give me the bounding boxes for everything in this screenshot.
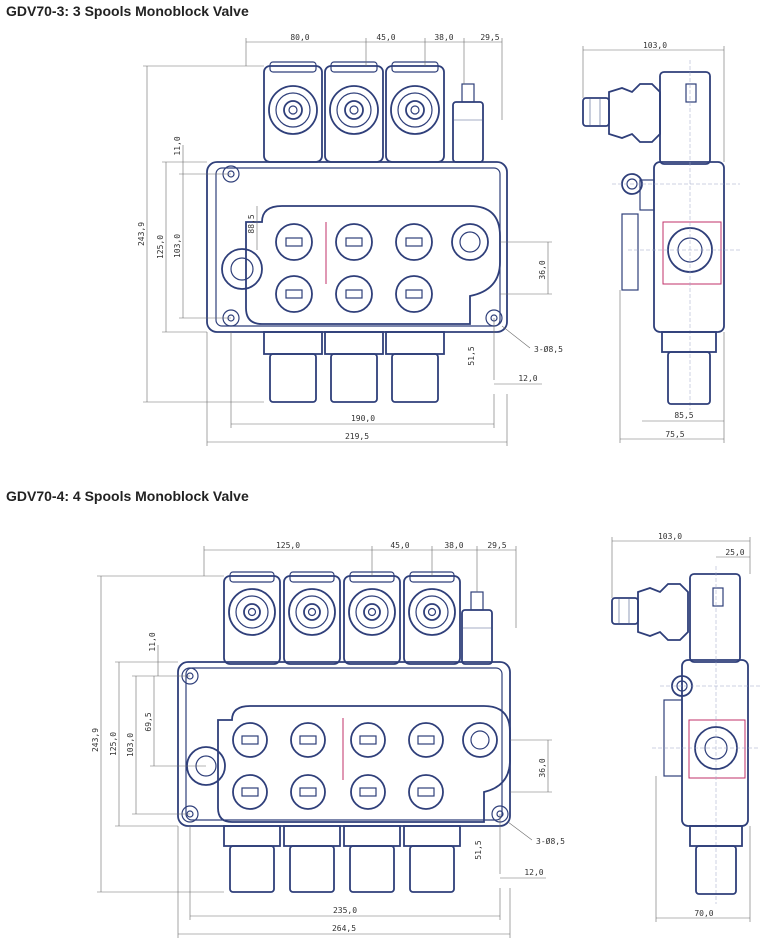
spool-cap	[223, 571, 281, 665]
gdv70-4-side-view	[611, 566, 760, 904]
spool-cap	[263, 61, 323, 163]
dim-51-5: 51,5	[467, 346, 476, 365]
gdv70-4-dimension-labels: 125,0 45,0 38,0 29,5 243,9 125,0 103,0 1…	[91, 541, 565, 933]
dim-38: 38,0	[444, 541, 463, 550]
dim-29-5: 29,5	[487, 541, 506, 550]
spool-cap	[283, 571, 341, 665]
gdv70-3-title: GDV70-3: 3 Spools Monoblock Valve	[6, 3, 249, 19]
dim-side-70: 70,0	[694, 909, 713, 918]
dim-38: 38,0	[434, 33, 453, 42]
spool-cap	[343, 571, 401, 665]
valve-body	[206, 161, 508, 333]
dim-side-103: 103,0	[658, 532, 682, 541]
dim-11: 11,0	[173, 136, 182, 155]
dim-103: 103,0	[126, 733, 135, 757]
spool-end	[283, 825, 341, 893]
gdv70-3-side-dimension-labels: 103,0 85,5 75,5	[643, 41, 694, 439]
gdv70-3-side-view	[582, 60, 740, 410]
dim-holes: 3-Ø8,5	[534, 344, 563, 354]
dim-219-5: 219,5	[345, 432, 369, 441]
gdv70-3-front-view	[206, 61, 508, 403]
relief-valve	[461, 591, 493, 665]
dim-side-103: 103,0	[643, 41, 667, 50]
dim-243-9: 243,9	[137, 222, 146, 246]
gdv70-3-dimension-lines	[143, 38, 552, 446]
dim-36: 36,0	[538, 260, 547, 279]
dim-29-5: 29,5	[480, 33, 499, 42]
dim-235: 235,0	[333, 906, 357, 915]
dim-45: 45,0	[390, 541, 409, 550]
dim-side-25: 25,0	[725, 548, 744, 557]
dim-51-5: 51,5	[474, 840, 483, 859]
dim-holes: 3-Ø8,5	[536, 836, 565, 846]
gdv70-4-title: GDV70-4: 4 Spools Monoblock Valve	[6, 488, 249, 504]
gdv70-4-side-dimension-labels: 103,0 25,0 70,0	[658, 532, 745, 918]
dim-190: 190,0	[351, 414, 375, 423]
dim-243-9: 243,9	[91, 728, 100, 752]
gdv70-3-side-dimension-lines	[582, 46, 725, 443]
valve-body	[177, 661, 511, 827]
spool-end	[263, 331, 323, 403]
dim-69-5: 69,5	[144, 712, 153, 731]
dim-88-5: 88,5	[247, 214, 256, 233]
dim-12: 12,0	[518, 374, 537, 383]
gdv70-4-side-dimension-lines	[611, 537, 751, 922]
spool-end	[223, 825, 281, 893]
gdv70-4-dimension-lines	[97, 546, 552, 938]
relief-valve	[452, 83, 484, 163]
dim-side-85-5: 85,5	[674, 411, 693, 420]
dim-80: 80,0	[290, 33, 309, 42]
gdv70-4-front-view	[177, 571, 511, 893]
dim-264-5: 264,5	[332, 924, 356, 933]
spool-end	[403, 825, 461, 893]
spool-end	[324, 331, 384, 403]
spool-cap	[403, 571, 461, 665]
dim-side-75-5: 75,5	[665, 430, 684, 439]
gdv70-3-dimension-labels: 80,0 45,0 38,0 29,5 243,9 125,0 103,0 11…	[137, 33, 563, 441]
dim-125-top: 125,0	[276, 541, 300, 550]
spool-cap	[324, 61, 384, 163]
dim-103: 103,0	[173, 234, 182, 258]
dim-11: 11,0	[148, 632, 157, 651]
dim-12: 12,0	[524, 868, 543, 877]
dim-36: 36,0	[538, 758, 547, 777]
spool-end	[343, 825, 401, 893]
dim-125: 125,0	[109, 732, 118, 756]
dim-125: 125,0	[156, 235, 165, 259]
spool-end	[385, 331, 445, 403]
dim-45: 45,0	[376, 33, 395, 42]
spool-cap	[385, 61, 445, 163]
